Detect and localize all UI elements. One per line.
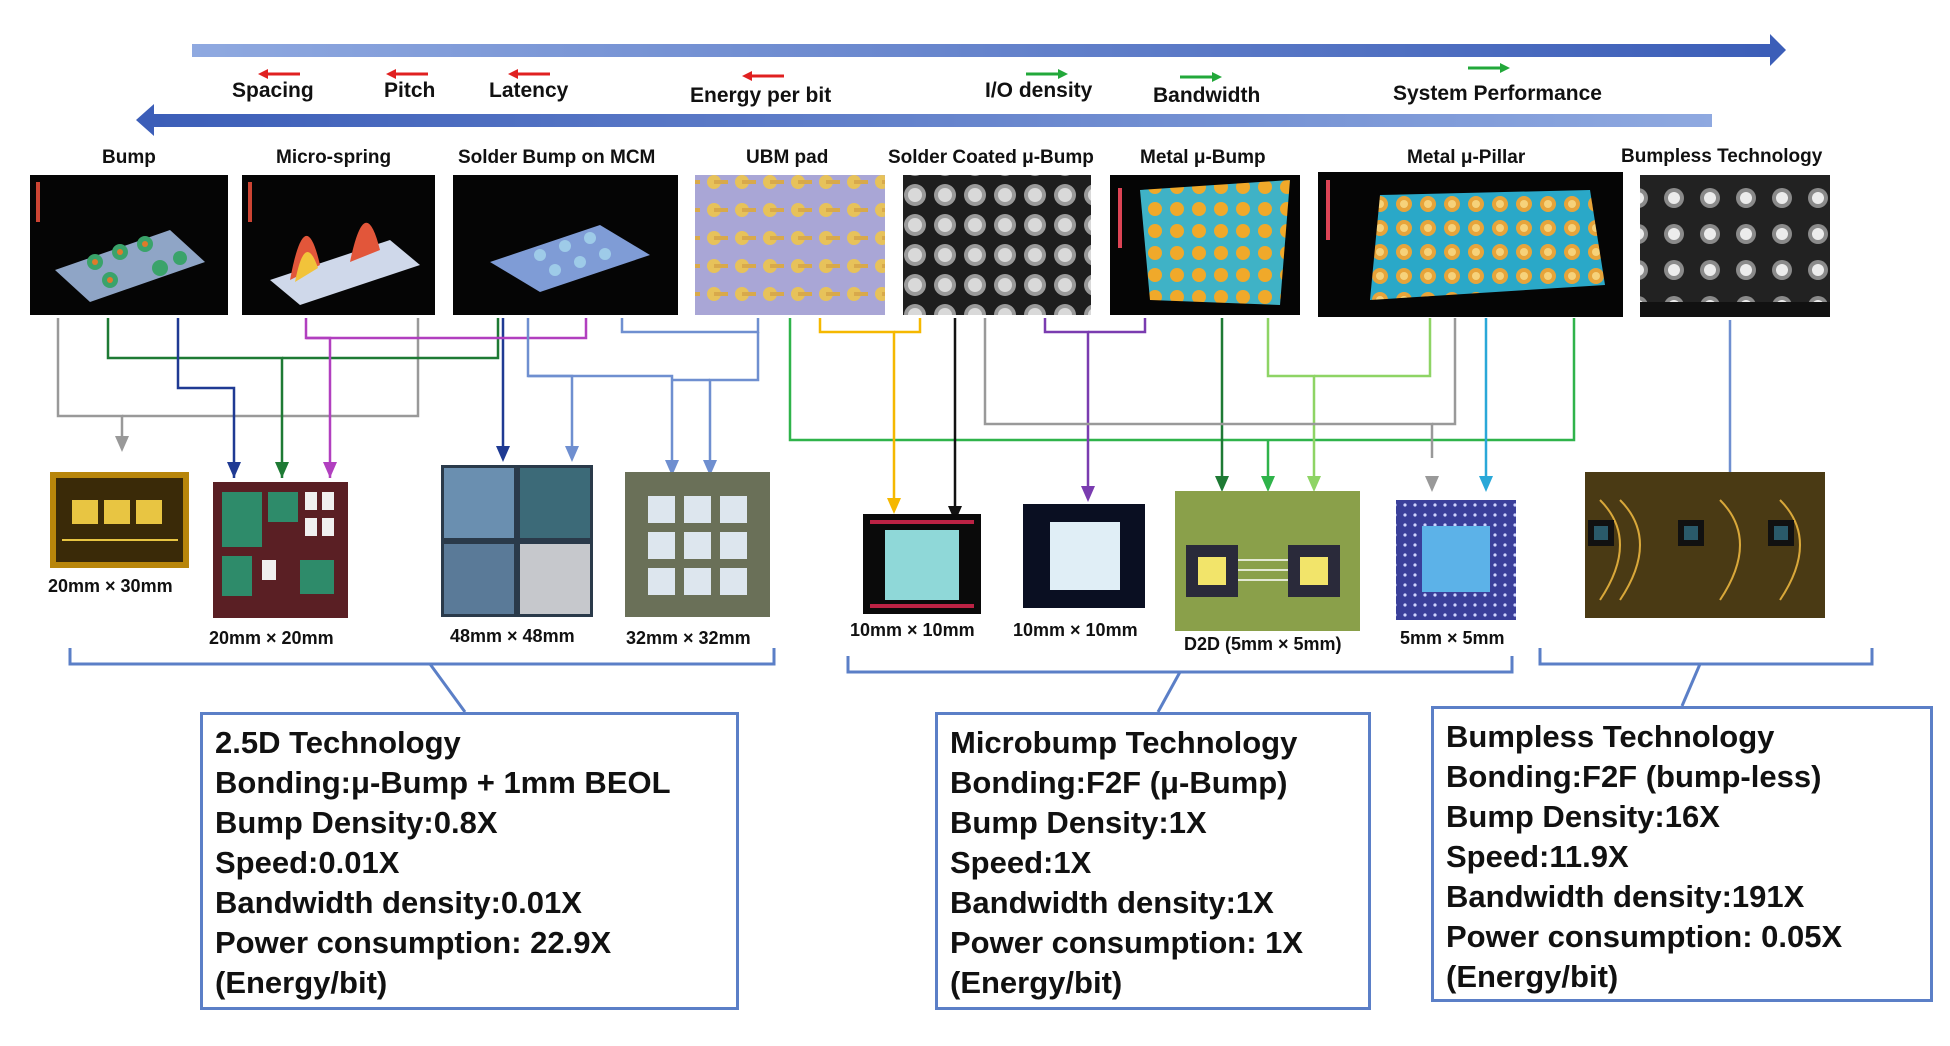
tech-label-bump: Bump [102,147,156,168]
chip-photo-32x32 [625,472,770,617]
red-arrow-icon [258,69,300,79]
chip-size-label: D2D (5mm × 5mm) [1184,634,1342,654]
chip-photo-bumpless [1585,472,1825,618]
ubm-pad-image [695,175,885,315]
box-bonding: Bonding:F2F (bump-less) [1446,759,1822,794]
red-arrow-icon [508,69,550,79]
trend-arrow-left [136,104,1712,136]
tech-label-solder-coated-ubump: Solder Coated μ-Bump [888,147,1094,168]
tech-label-micro-spring: Micro-spring [276,147,392,168]
box-title: 2.5D Technology [215,725,461,760]
chip-size-label: 20mm × 20mm [209,628,334,648]
trend-arrow-right [192,34,1786,66]
chip-size-label: 10mm × 10mm [1013,620,1138,640]
box-speed: Speed:11.9X [1446,839,1629,874]
box-speed: Speed:1X [950,845,1092,880]
metal-upillar-image [1318,172,1623,317]
trend-spacing: Spacing [232,79,314,102]
box-energy-note: (Energy/bit) [215,965,388,1000]
tech-label-bumpless: Bumpless Technology [1621,146,1823,167]
box-bump-density: Bump Density:0.8X [215,805,498,840]
box-power: Power consumption: 0.05X [1446,919,1843,954]
metal-ubump-image [1110,175,1300,315]
tech-label-metal-ubump: Metal μ-Bump [1140,147,1266,168]
chip-size-label: 5mm × 5mm [1400,628,1505,648]
info-box-2-5d: 2.5D Technology Bonding:μ-Bump + 1mm BEO… [200,712,739,1010]
box-bonding: Bonding:F2F (μ-Bump) [950,765,1288,800]
green-arrow-icon [1026,69,1068,79]
trend-io-density: I/O density [985,79,1093,102]
chip-photo-10x10-b [1023,504,1145,608]
info-box-bumpless: Bumpless Technology Bonding:F2F (bump-le… [1431,706,1933,1002]
connector-lines [56,318,1732,506]
bump-image [30,175,228,315]
chip-photo-20x30 [50,472,189,568]
trend-pitch: Pitch [384,79,436,102]
trend-system-performance: System Performance [1393,82,1602,105]
chip-size-label: 48mm × 48mm [450,626,575,646]
red-arrow-icon [386,69,428,79]
box-energy-note: (Energy/bit) [1446,959,1619,994]
micro-spring-image [242,175,435,315]
box-energy-note: (Energy/bit) [950,965,1123,1000]
box-bandwidth-density: Bandwidth density:0.01X [215,885,582,920]
box-speed: Speed:0.01X [215,845,400,880]
tech-label-solder-bump-mcm: Solder Bump on MCM [458,147,656,168]
info-box-microbump: Microbump Technology Bonding:F2F (μ-Bump… [935,712,1371,1010]
box-power: Power consumption: 1X [950,925,1304,960]
trend-bandwidth: Bandwidth [1153,84,1261,107]
chip-size-label: 20mm × 30mm [48,576,173,596]
trend-energy-per-bit: Energy per bit [690,84,832,107]
solder-coated-ubump-image [903,175,1091,315]
trend-latency: Latency [489,79,569,102]
chip-photo-20x20 [213,482,348,618]
box-power: Power consumption: 22.9X [215,925,612,960]
box-bump-density: Bump Density:1X [950,805,1207,840]
tech-label-metal-upillar: Metal μ-Pillar [1407,147,1526,168]
chip-size-label: 10mm × 10mm [850,620,975,640]
green-arrow-icon [1180,72,1222,82]
box-bump-density: Bump Density:16X [1446,799,1720,834]
solder-bump-mcm-image [453,175,678,315]
chip-size-label: 32mm × 32mm [626,628,751,648]
box-bonding: Bonding:μ-Bump + 1mm BEOL [215,765,671,800]
chip-photo-48x48 [441,465,593,617]
group-brackets [68,648,1874,713]
chip-photo-5x5 [1396,500,1516,620]
box-bandwidth-density: Bandwidth density:191X [1446,879,1805,914]
arrowheads [115,436,1737,522]
chip-photo-10x10-a [863,514,981,614]
bumpless-image [1640,175,1830,317]
tech-label-ubm-pad: UBM pad [746,147,829,168]
box-title: Bumpless Technology [1446,719,1775,754]
green-arrow-icon [1468,63,1510,73]
box-bandwidth-density: Bandwidth density:1X [950,885,1274,920]
red-arrow-icon [742,71,784,81]
chip-photo-d2d [1175,491,1360,631]
box-title: Microbump Technology [950,725,1298,760]
